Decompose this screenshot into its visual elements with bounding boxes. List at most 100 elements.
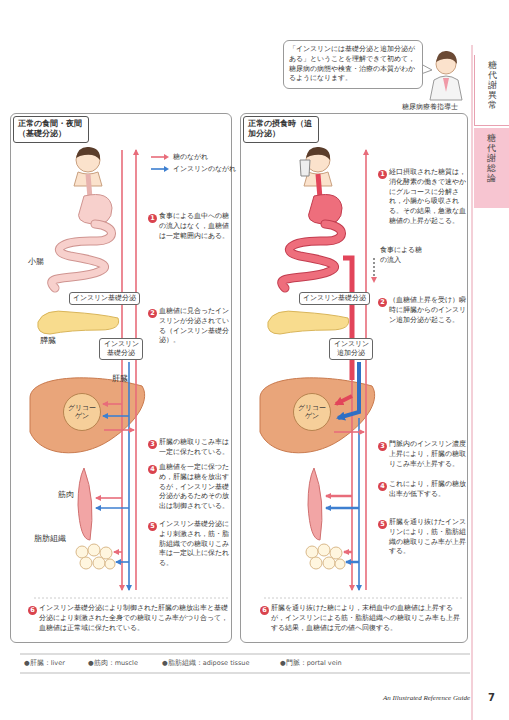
insulin-flow: [116, 561, 129, 563]
secretion-box: インスリン追加分泌: [329, 338, 373, 360]
sugar-flow: [104, 429, 134, 431]
callout-number: 3: [148, 440, 157, 449]
sugar-flow: [365, 150, 367, 590]
node-text: インスリン基礎分泌: [73, 294, 136, 303]
left-vessels: [96, 150, 136, 590]
intestine: [282, 224, 342, 288]
section-tab: 糖代謝総論: [474, 128, 509, 208]
node-text: インスリン基礎分泌: [303, 294, 366, 303]
node-text: 糖代謝異常: [488, 61, 497, 125]
fat-cell: [105, 559, 115, 569]
sugar-flow: [103, 403, 122, 405]
glossary-item: ●門脈：portal vein: [280, 659, 342, 668]
node-text: インスリン基礎分泌: [103, 340, 139, 358]
pancreas: [38, 311, 119, 334]
glossary-item: ●肝臓：liver: [24, 659, 65, 668]
glycogen-circle: グリコーゲン: [63, 393, 101, 431]
sugar-flow: [344, 551, 352, 554]
glycogen-circle: グリコーゲン: [293, 393, 331, 431]
secretion-box: インスリン基礎分泌: [69, 292, 140, 305]
fat-cell: [76, 546, 88, 558]
note-text: これにより，肝臓の糖放出率が低下する。: [389, 480, 467, 500]
insulin-flow: [128, 362, 130, 590]
left-body: [30, 147, 145, 569]
note-rule: [264, 598, 464, 599]
fat-cell: [323, 557, 335, 569]
muscle: [78, 468, 92, 540]
sugar-flow: [96, 497, 122, 499]
section-tab: 糖代謝異常: [474, 55, 509, 126]
adipose: [76, 544, 115, 569]
legend-item: インスリンのながれ: [150, 164, 236, 174]
fat-cell: [93, 557, 105, 569]
sugar-inflow: [343, 258, 352, 380]
insulin-flow: [96, 507, 129, 509]
esophagus: [88, 174, 90, 198]
instructor-coat: [430, 76, 462, 100]
note-rule: [34, 598, 230, 599]
legend-text: インスリンのながれ: [173, 164, 236, 174]
panel-heading: 正常の摂食時（追加分泌）: [243, 116, 319, 143]
secretion-box: インスリン基礎分泌: [99, 338, 143, 360]
fat-cell: [306, 546, 318, 558]
intestine: [52, 224, 112, 288]
insulin-flow: [346, 561, 359, 564]
callout-number: 4: [378, 482, 387, 491]
right-body: [260, 147, 375, 569]
right-vessels: [326, 150, 374, 590]
cup: [300, 160, 310, 176]
organ-label: 肝臓: [112, 374, 128, 385]
note-text: 肝臓の糖取りこみ率は一定に保たれている。: [159, 438, 231, 458]
callout-number: 5: [148, 522, 157, 531]
fat-cell: [335, 559, 345, 569]
glossary-item: ●筋肉：muscle: [88, 659, 138, 668]
label: 7: [488, 691, 495, 705]
intestine-outline: [52, 224, 112, 288]
callout-number: 1: [378, 170, 387, 179]
fat-cell: [318, 544, 330, 556]
callout-number: 5: [378, 520, 387, 529]
note-text: 経口摂取された糖質は，消化酵素の働きで速やかにグルコースに分解され，小腸から吸収…: [389, 168, 467, 227]
callout-number: 2: [148, 309, 157, 318]
callout-number: 6: [260, 606, 269, 615]
callout-number: 6: [28, 606, 37, 615]
callout-number: 3: [378, 442, 387, 451]
instructor-figure: [430, 51, 462, 100]
footer-rule: [20, 654, 470, 655]
legend-swatch: [150, 153, 170, 161]
insulin-inflow: [338, 362, 359, 418]
label: 食事による糖の流入: [380, 246, 426, 266]
note-text: 血糖値を一定に保つため，肝臓は糖を放出するが，インスリン基礎分泌があるためその放…: [159, 463, 231, 512]
note-text: 肝臓を通り抜けた糖により，末梢血中の血糖値は上昇するが，インスリンによる筋・脂肪…: [271, 604, 463, 633]
esophagus: [318, 174, 320, 198]
liver: [30, 378, 145, 453]
node-text: グリコーゲン: [297, 404, 327, 421]
hair: [306, 147, 330, 160]
instructor-hair: [436, 51, 457, 64]
organ-label: 小腸: [28, 257, 44, 268]
fat-cell: [80, 557, 92, 569]
callout-number: 1: [148, 214, 157, 223]
note-text: 肝臓を通り抜けたインスリンにより，筋・脂肪組織の糖取りこみ率が上昇する。: [389, 518, 467, 557]
inflow-pointer: [373, 258, 375, 282]
node-text: 糖代謝総論: [487, 134, 496, 208]
glossary-item: ●脂肪組織：adipose tissue: [162, 659, 249, 668]
node-text: グリコーゲン: [67, 404, 97, 421]
legend-text: 糖のながれ: [173, 152, 208, 162]
organ-label: 筋肉: [58, 490, 74, 501]
sugar-flow: [351, 380, 353, 590]
sugar-flow: [326, 495, 352, 498]
node-text: インスリン追加分泌: [333, 340, 369, 358]
fat-cell: [88, 544, 100, 556]
fat-cell: [310, 557, 322, 569]
note-text: 門脈内のインスリン濃度上昇により，肝臓の糖取りこみ率が上昇する。: [389, 440, 467, 469]
pancreas: [268, 311, 349, 334]
margin-line: [472, 45, 473, 720]
note-text: インスリン基礎分泌により刺激され，筋・脂肪組織での糖取りこみ率は一定以上に保たれ…: [159, 520, 231, 569]
node-text: 「インスリンには基礎分泌と追加分泌がある」ということを理解できて初めて，糖尿病の…: [289, 45, 417, 84]
muscle: [308, 468, 322, 540]
instructor-collar: [443, 78, 449, 92]
label: An Illustrated Reference Guide: [383, 694, 470, 704]
callout-number: 2: [378, 298, 387, 307]
